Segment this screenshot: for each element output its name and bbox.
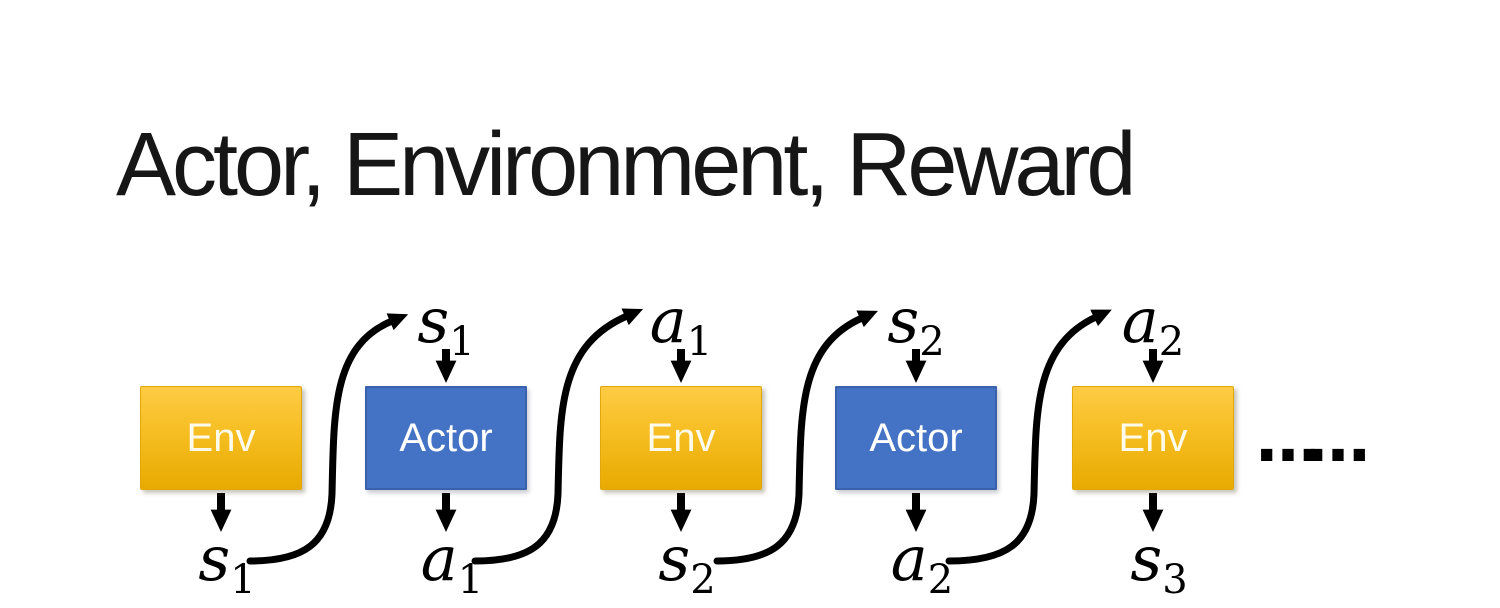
top-label-s1-sub: 1 — [449, 319, 475, 365]
bottom-label-s1-base: s — [198, 522, 231, 595]
bottom-label-s3-sub: 3 — [1162, 557, 1188, 603]
continuation-ellipsis: …… — [1256, 403, 1370, 477]
flow-curve-arrow-a1 — [471, 308, 644, 565]
actor-box-1: Actor — [365, 386, 527, 490]
bottom-label-a2: a2 — [867, 528, 977, 603]
top-label-a1-base: a — [649, 284, 687, 357]
top-label-a1: a1 — [626, 290, 736, 365]
env-box-1: Env — [140, 386, 302, 490]
env-box-3: Env — [1072, 386, 1234, 490]
top-label-s2-sub: 2 — [919, 319, 945, 365]
bottom-label-s1: s1 — [172, 528, 282, 603]
env-box-1-label: Env — [186, 415, 256, 460]
top-label-s2: s2 — [861, 290, 971, 365]
bottom-label-s1-sub: 1 — [230, 557, 256, 603]
slide-title: Actor, Environment, Reward — [116, 115, 1136, 215]
top-label-a2: a2 — [1098, 290, 1208, 365]
flow-curve-arrow-s1 — [246, 313, 409, 565]
actor-box-2-label: Actor — [869, 415, 963, 460]
bottom-label-s3-base: s — [1130, 522, 1163, 595]
bottom-label-a1-base: a — [420, 522, 458, 595]
env-box-2-label: Env — [646, 415, 716, 460]
env-box-3-label: Env — [1118, 415, 1188, 460]
top-label-s2-base: s — [887, 284, 920, 357]
bottom-label-s2-sub: 2 — [690, 557, 716, 603]
top-label-a2-base: a — [1121, 284, 1159, 357]
bottom-label-s3: s3 — [1104, 528, 1214, 603]
top-label-a2-sub: 2 — [1158, 319, 1185, 365]
bottom-label-a2-base: a — [890, 522, 928, 595]
bottom-label-s2: s2 — [632, 528, 742, 603]
actor-box-2: Actor — [835, 386, 997, 490]
flow-curve-arrow-a2 — [945, 309, 1112, 565]
bottom-label-a1-sub: 1 — [457, 557, 484, 603]
top-label-s1: s1 — [391, 290, 501, 365]
bottom-label-a1: a1 — [397, 528, 507, 603]
actor-box-1-label: Actor — [399, 415, 493, 460]
top-label-a1-sub: 1 — [686, 319, 713, 365]
bottom-label-s2-base: s — [658, 522, 691, 595]
flow-curve-arrow-s2 — [713, 310, 878, 565]
env-box-2: Env — [600, 386, 762, 490]
bottom-label-a2-sub: 2 — [927, 557, 954, 603]
top-label-s1-base: s — [417, 284, 450, 357]
